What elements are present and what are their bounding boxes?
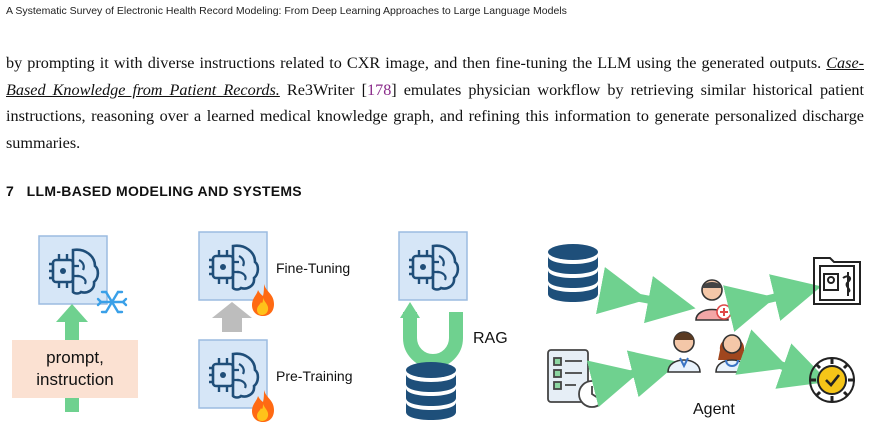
fine-tuning-label: Fine-Tuning	[276, 260, 351, 276]
citation-link[interactable]: 178	[367, 80, 392, 99]
pre-training-label: Pre-Training	[276, 368, 353, 384]
input-arrow-tail	[65, 398, 79, 412]
database-icon-rag	[406, 362, 456, 420]
body-line-2-mid: Re3Writer [	[279, 80, 368, 99]
patient-icon	[695, 279, 732, 321]
medical-folder-icon	[813, 257, 861, 305]
body-line-1: by prompting it with diverse instruction…	[6, 54, 765, 72]
body-line-2-pre: outputs.	[769, 54, 827, 72]
agent-link-db	[595, 266, 696, 324]
agent-label: Agent	[693, 401, 735, 418]
snowflake-icon	[96, 290, 128, 314]
body-line-3: historical patient instructions, reasoni…	[6, 80, 864, 126]
section-title: LLM-BASED MODELING AND SYSTEMS	[26, 183, 302, 199]
llm-chip-icon-rag	[397, 230, 469, 302]
agent-link-records	[723, 274, 822, 332]
rag-u-arrow-head	[400, 302, 420, 318]
llm-chip-icon-pretrained	[197, 338, 269, 410]
agent-link-tools	[735, 329, 829, 389]
llm-chip-icon-frozen	[37, 234, 109, 306]
prompt-instruction-box: prompt, instruction	[12, 340, 138, 398]
clipboard-clock-icon	[547, 349, 606, 408]
gear-check-icon	[809, 357, 855, 403]
section-heading: 7 LLM-BASED MODELING AND SYSTEMS	[6, 183, 302, 199]
body-line-4: generate personalized discharge summarie…	[6, 107, 864, 152]
body-paragraph: by prompting it with diverse instruction…	[6, 50, 864, 156]
llm-figure	[37, 230, 861, 422]
up-arrow-head	[56, 304, 88, 322]
section-number: 7	[6, 183, 15, 199]
body-line-2-post: ] emulates physician workflow by retriev…	[391, 80, 746, 99]
up-arrow-shaft	[65, 318, 79, 340]
llm-chip-icon-finetuned	[197, 230, 269, 302]
running-header-left: A Systematic Survey of Electronic Health…	[6, 5, 567, 17]
agent-link-tasks	[586, 350, 680, 408]
case-based-heading: Case-Based Knowledge from Patient Record…	[6, 54, 865, 99]
gray-up-arrow	[212, 302, 252, 332]
database-icon-agent	[548, 244, 598, 302]
doctor-female-icon	[715, 334, 749, 373]
rag-label: RAG	[473, 330, 508, 347]
rag-u-arrow	[403, 312, 463, 368]
doctor-male-icon	[667, 331, 701, 373]
